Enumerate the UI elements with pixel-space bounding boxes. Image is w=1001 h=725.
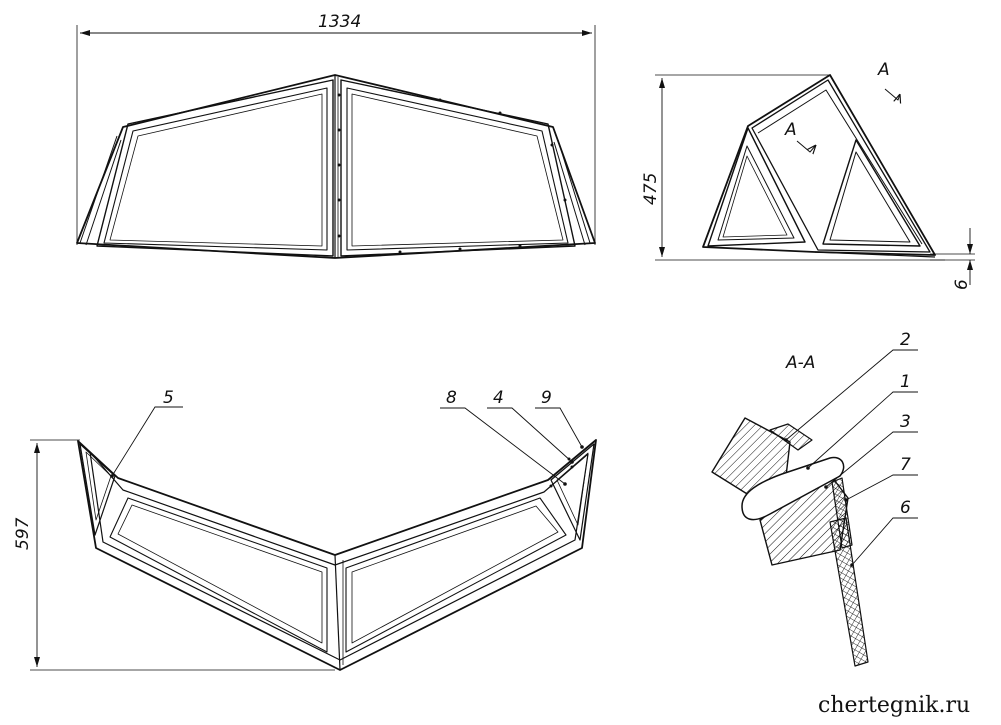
top-right-glass bbox=[345, 497, 567, 653]
gap-dimension-label: 6 bbox=[952, 279, 972, 290]
top-view-leader-dots bbox=[110, 445, 584, 486]
callout-9: 9 bbox=[541, 388, 552, 408]
section-part-2 bbox=[711, 417, 791, 498]
leader-2 bbox=[785, 349, 918, 441]
callout-3: 3 bbox=[900, 412, 911, 432]
front-screws bbox=[337, 93, 567, 254]
leader-9 bbox=[535, 407, 583, 448]
front-left-glass bbox=[103, 87, 328, 251]
top-outer-frame bbox=[77, 439, 597, 671]
section-part-1-seal bbox=[741, 456, 845, 521]
width-dimension-label: 1334 bbox=[318, 12, 361, 32]
site-watermark: chertegnik.ru bbox=[818, 693, 970, 718]
top-center-post bbox=[334, 554, 341, 671]
side-rear-triangle bbox=[822, 139, 921, 247]
side-front-triangle bbox=[707, 127, 806, 247]
section-a-a bbox=[711, 417, 869, 667]
cut-mark-label-middle: A bbox=[784, 120, 797, 140]
side-outer-frame bbox=[702, 74, 936, 256]
top-view-leaders bbox=[111, 406, 583, 485]
section-leader-dots bbox=[784, 438, 854, 567]
top-left-wing bbox=[79, 443, 116, 536]
depth-dimension-label: 597 bbox=[13, 517, 33, 550]
callout-2: 2 bbox=[900, 330, 911, 350]
top-view bbox=[30, 439, 597, 671]
front-right-glass bbox=[346, 87, 569, 251]
callout-7: 7 bbox=[900, 455, 911, 475]
front-outer-frame bbox=[76, 74, 596, 259]
leader-3 bbox=[825, 431, 918, 488]
leader-7 bbox=[845, 474, 918, 501]
leader-6 bbox=[851, 517, 918, 566]
section-part-6-glass bbox=[829, 517, 869, 667]
leader-1 bbox=[807, 391, 918, 469]
callout-5: 5 bbox=[163, 388, 174, 408]
callout-4: 4 bbox=[493, 388, 504, 408]
leader-8 bbox=[440, 407, 566, 485]
front-view bbox=[76, 25, 596, 259]
top-left-glass bbox=[109, 497, 328, 653]
leader-5 bbox=[111, 406, 183, 477]
front-right-panel bbox=[340, 79, 576, 257]
section-leaders bbox=[785, 349, 918, 566]
callout-1: 1 bbox=[900, 372, 911, 392]
section-title: A-A bbox=[785, 353, 815, 373]
callout-6: 6 bbox=[900, 498, 911, 518]
cut-mark-label-top: A bbox=[877, 60, 890, 80]
height-dimension-label: 475 bbox=[641, 173, 661, 205]
front-left-panel bbox=[96, 79, 334, 257]
side-view bbox=[655, 74, 975, 285]
callout-8: 8 bbox=[446, 388, 457, 408]
leader-4 bbox=[487, 407, 573, 463]
side-top-panel bbox=[751, 79, 931, 253]
